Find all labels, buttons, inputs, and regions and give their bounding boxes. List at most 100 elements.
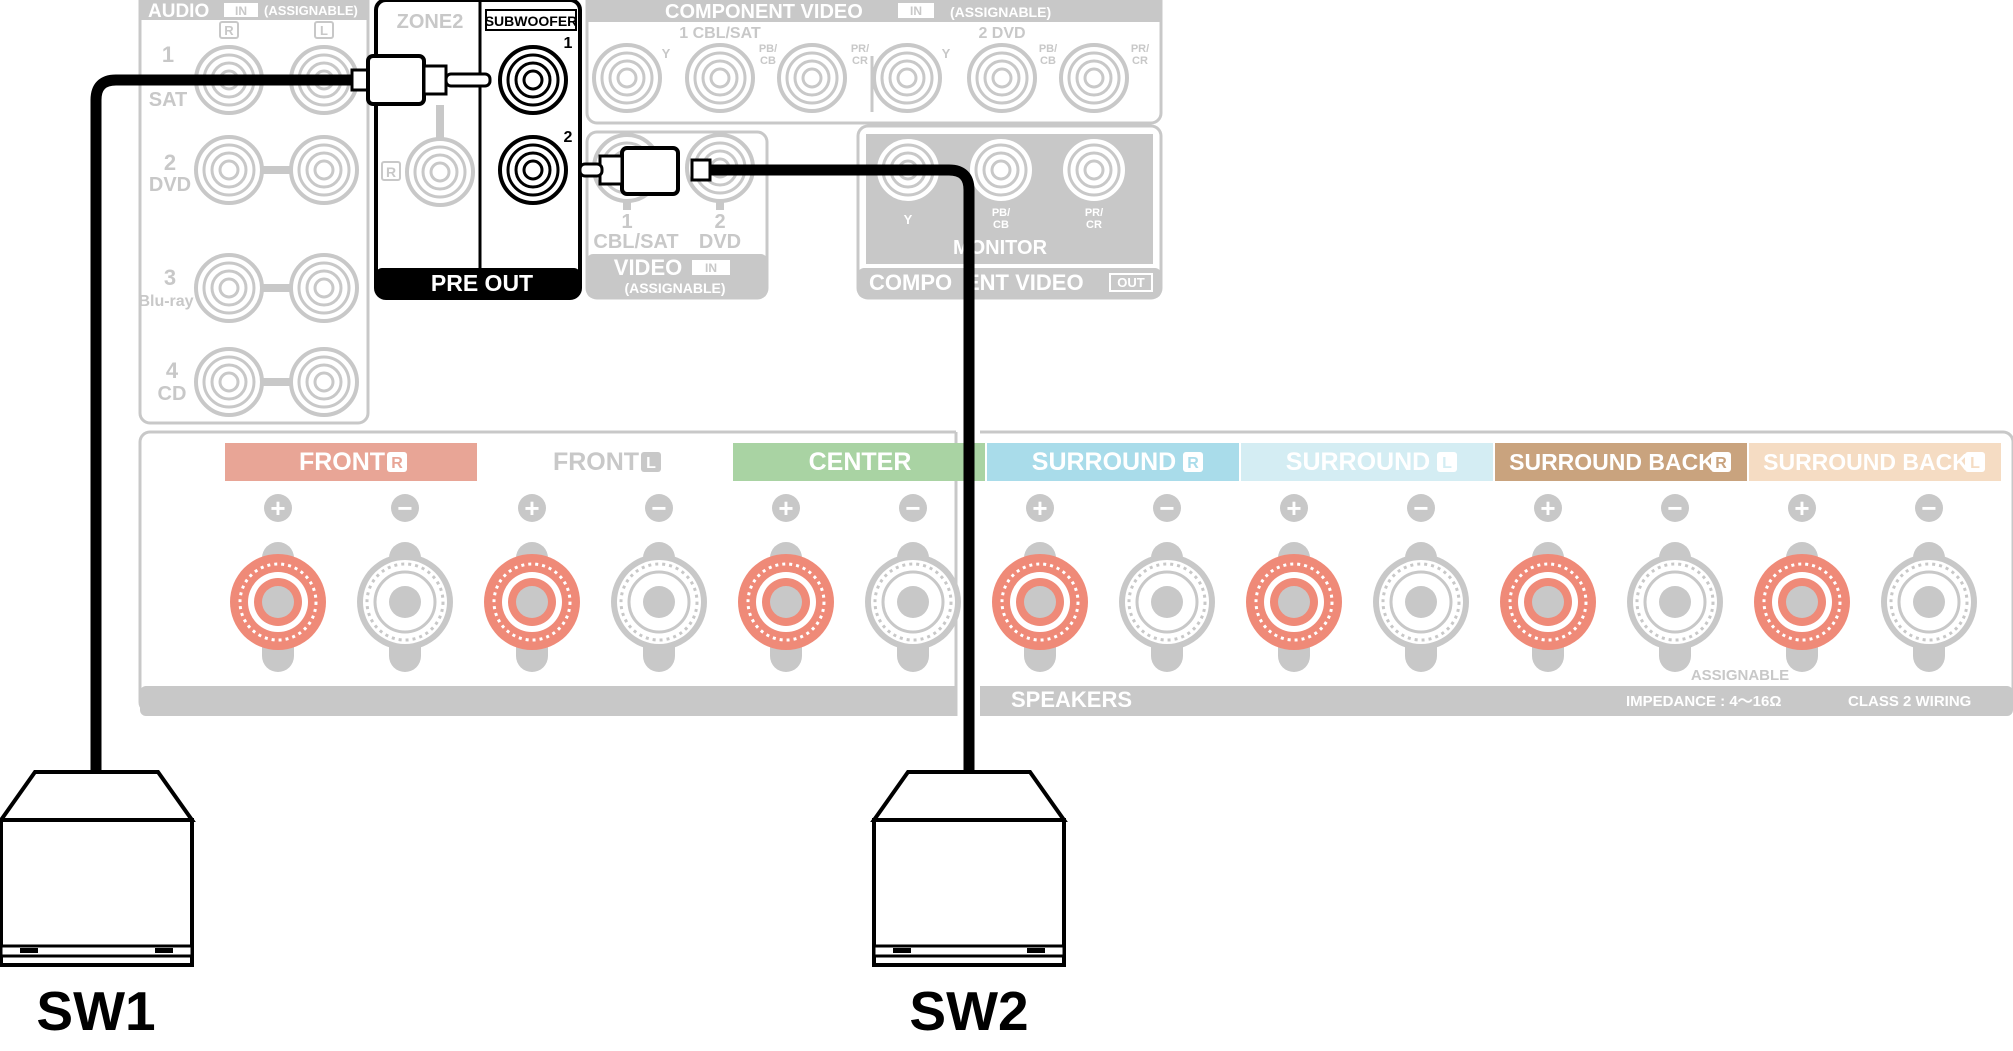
audio-row-num: 4	[166, 358, 179, 383]
component-in-jack-pr[interactable]	[777, 43, 847, 113]
audio-col-l: L	[320, 23, 328, 38]
subwoofer-jack-1[interactable]	[498, 45, 568, 115]
terminal-polarity-label: +	[1032, 493, 1047, 523]
speakers-impedance: IMPEDANCE : 4～16Ω	[1626, 693, 1781, 710]
zone2-r-label: R	[386, 164, 396, 180]
audio-jack-l[interactable]	[289, 135, 359, 205]
audio-col-r: R	[224, 23, 234, 38]
video-label-1: CBL/SAT	[593, 231, 678, 253]
audio-jack-l[interactable]	[289, 253, 359, 323]
audio-row-3: 3 Blu-ray	[138, 253, 359, 323]
speakers-panel: SPEAKERS IMPEDANCE : 4～16Ω CLASS 2 WIRIN…	[138, 428, 2013, 718]
speaker-channel-band	[479, 443, 731, 481]
component-in-panel: COMPONENT VIDEO IN (ASSIGNABLE) 1 CBL/SA…	[585, 0, 1163, 125]
audio-row-4: 4 CD	[158, 347, 359, 417]
speaker-channel-label: FRONT	[299, 448, 385, 476]
audio-row-2: 2 DVD	[149, 135, 359, 205]
component-in-y-label: Y	[662, 46, 671, 61]
zone2-label: ZONE2	[397, 11, 464, 33]
component-out-jack-pr[interactable]	[1059, 135, 1129, 205]
terminal-polarity-label: −	[651, 493, 666, 523]
speaker-channel-label: FRONT	[553, 448, 639, 476]
component-in-pr-label: PR/	[1131, 43, 1149, 55]
terminal-polarity-label: −	[397, 493, 412, 523]
component-in-group2: 2 DVD	[978, 25, 1025, 42]
component-out-panel: Y PB/ CB PR/ CR MONITOR COMPO ENT VIDEO …	[856, 124, 1163, 300]
zone2-jack-r[interactable]	[405, 137, 475, 207]
component-out-title-right: ENT VIDEO	[965, 270, 1084, 295]
audio-row-label: SAT	[149, 89, 188, 111]
component-in-group1: 1 CBL/SAT	[679, 25, 761, 42]
speaker-channel-side: L	[1970, 455, 1980, 472]
video-label-2: DVD	[699, 231, 741, 253]
audio-in-badge: IN	[235, 4, 247, 18]
audio-jack-r[interactable]	[194, 253, 264, 323]
terminal-polarity-label: +	[1286, 493, 1301, 523]
terminal-polarity-label: −	[905, 493, 920, 523]
audio-in-panel: AUDIO IN (ASSIGNABLE) R L 1 SAT 2 DVD 3 …	[138, 0, 370, 425]
video-num-1: 1	[621, 211, 632, 233]
sub-2-label: 2	[564, 129, 573, 146]
component-in-jack-pr[interactable]	[1059, 43, 1129, 113]
sw1-label: SW1	[36, 980, 155, 1042]
sub-1-label: 1	[564, 35, 573, 52]
video-num-2: 2	[714, 211, 725, 233]
speaker-channel-side: R	[1187, 455, 1199, 472]
component-in-cb-label: CB	[760, 55, 776, 67]
speakers-assignable: ASSIGNABLE	[1691, 667, 1789, 684]
component-in-pr-label: PR/	[851, 43, 869, 55]
component-in-badge: IN	[910, 4, 922, 18]
component-in-jack-y[interactable]	[872, 43, 942, 113]
speaker-channel-band	[1495, 443, 1747, 481]
component-out-badge: OUT	[1117, 275, 1145, 290]
terminal-polarity-label: −	[1413, 493, 1428, 523]
audio-row-label: DVD	[149, 174, 191, 196]
component-in-jack-y[interactable]	[592, 43, 662, 113]
component-in-pb-label: PB/	[759, 43, 777, 55]
component-in-jack-pb[interactable]	[967, 43, 1037, 113]
audio-jack-l[interactable]	[289, 347, 359, 417]
subwoofer-jack-2[interactable]	[498, 135, 568, 205]
audio-title: AUDIO	[148, 1, 209, 22]
audio-row-label: CD	[158, 383, 187, 405]
speaker-channel-band	[225, 443, 477, 481]
audio-jack-r[interactable]	[194, 135, 264, 205]
preout-title: PRE OUT	[431, 270, 533, 296]
component-in-pb-label: PB/	[1039, 43, 1057, 55]
speakers-class2: CLASS 2 WIRING	[1848, 693, 1971, 710]
component-out-jack-pb[interactable]	[966, 135, 1036, 205]
video-assignable: (ASSIGNABLE)	[624, 280, 725, 296]
speaker-channel-label: SURROUND BACK	[1509, 449, 1715, 475]
component-out-y-label: Y	[904, 212, 913, 227]
speaker-channel-side: L	[1442, 455, 1452, 472]
speaker-channel-side: R	[1715, 455, 1727, 472]
component-out-pr-label: PR/	[1085, 207, 1103, 219]
cable-sw2	[578, 146, 975, 772]
component-in-jack-pb[interactable]	[685, 43, 755, 113]
speaker-channel-side: R	[391, 455, 403, 472]
terminal-polarity-label: +	[1540, 493, 1555, 523]
component-out-pb-label: PB/	[992, 207, 1010, 219]
subwoofer-sw1: SW1	[0, 770, 196, 1042]
component-in-title: COMPONENT VIDEO	[665, 1, 863, 23]
speaker-channel-label: CENTER	[809, 448, 912, 476]
audio-jack-r[interactable]	[194, 347, 264, 417]
component-out-cr-label: CR	[1086, 219, 1102, 231]
speaker-channel-band	[1749, 443, 2001, 481]
preout-panel: PRE OUT ZONE2 R SUBWOOFER 1 2	[374, 0, 582, 300]
speakers-title: SPEAKERS	[1011, 687, 1132, 712]
component-in-cr-label: CR	[852, 55, 868, 67]
terminal-polarity-label: −	[1921, 493, 1936, 523]
sw2-label: SW2	[909, 980, 1028, 1042]
speaker-channel-label: SURROUND	[1032, 448, 1176, 476]
audio-row-label: Blu-ray	[138, 293, 193, 310]
terminal-polarity-label: −	[1667, 493, 1682, 523]
speaker-channel: CENTER+−	[733, 443, 985, 674]
